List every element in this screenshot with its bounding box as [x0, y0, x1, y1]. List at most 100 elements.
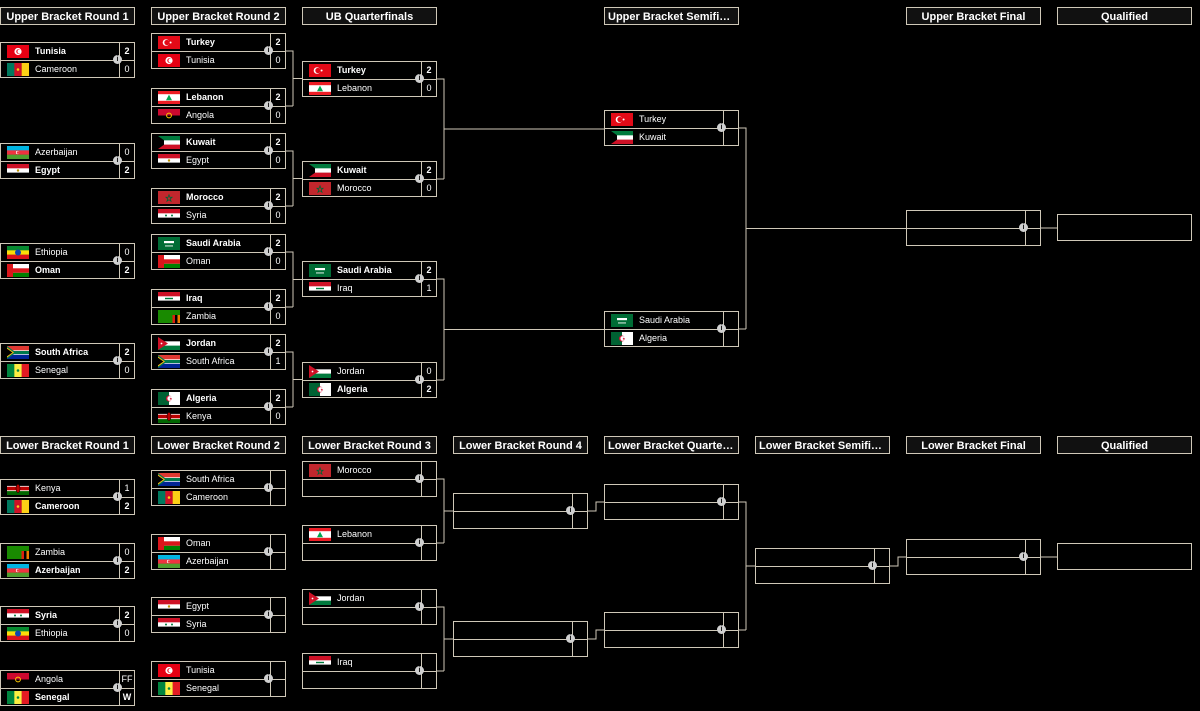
match-info-icon[interactable]: i: [415, 538, 424, 547]
team-row[interactable]: [605, 613, 738, 630]
team-row[interactable]: Azerbaijan: [152, 552, 285, 570]
match-info-icon[interactable]: i: [717, 497, 726, 506]
match-info-icon[interactable]: i: [415, 666, 424, 675]
team-row[interactable]: Jordan: [303, 590, 436, 607]
match-info-icon[interactable]: i: [415, 74, 424, 83]
team-row[interactable]: Turkey: [605, 111, 738, 128]
match-info-icon[interactable]: i: [264, 483, 273, 492]
qualified-slot[interactable]: [1057, 214, 1192, 241]
team-row[interactable]: [454, 622, 587, 639]
match-info-icon[interactable]: i: [264, 146, 273, 155]
match-info-icon[interactable]: i: [264, 302, 273, 311]
team-row[interactable]: [605, 502, 738, 520]
team-row[interactable]: Iraq: [303, 654, 436, 671]
match-info-icon[interactable]: i: [113, 492, 122, 501]
team-row[interactable]: Egypt: [152, 598, 285, 615]
team-row[interactable]: [907, 228, 1040, 246]
match-info-icon[interactable]: i: [264, 547, 273, 556]
team-row[interactable]: [605, 485, 738, 502]
match-info-icon[interactable]: i: [264, 201, 273, 210]
team-row[interactable]: [907, 211, 1040, 228]
team-row[interactable]: Oman: [152, 535, 285, 552]
match-lbq-2[interactable]: i: [604, 612, 739, 648]
match-info-icon[interactable]: i: [1019, 223, 1028, 232]
match-info-icon[interactable]: i: [264, 402, 273, 411]
match-info-icon[interactable]: i: [113, 156, 122, 165]
match-info-icon[interactable]: i: [1019, 552, 1028, 561]
team-row[interactable]: [303, 607, 436, 625]
match-info-icon[interactable]: i: [264, 101, 273, 110]
match-info-icon[interactable]: i: [717, 123, 726, 132]
match-info-icon[interactable]: i: [566, 634, 575, 643]
match-info-icon[interactable]: i: [113, 55, 122, 64]
team-row[interactable]: Saudi Arabia: [605, 312, 738, 329]
team-row[interactable]: Syria: [152, 615, 285, 633]
match-info-icon[interactable]: i: [264, 247, 273, 256]
match-info-icon[interactable]: i: [415, 174, 424, 183]
team-row[interactable]: [454, 639, 587, 657]
match-info-icon[interactable]: i: [868, 561, 877, 570]
team-row[interactable]: [303, 479, 436, 497]
match-info-icon[interactable]: i: [113, 683, 122, 692]
match-info-icon[interactable]: i: [264, 610, 273, 619]
match-info-icon[interactable]: i: [415, 274, 424, 283]
match-info-icon[interactable]: i: [264, 674, 273, 683]
team-row[interactable]: Morocco: [303, 462, 436, 479]
team-row[interactable]: [454, 494, 587, 511]
match-info-icon[interactable]: i: [264, 347, 273, 356]
team-row[interactable]: [907, 540, 1040, 557]
match-info-icon[interactable]: i: [566, 506, 575, 515]
team-row[interactable]: [454, 511, 587, 529]
match-lbf[interactable]: i: [906, 539, 1041, 575]
match-lbs[interactable]: i: [755, 548, 890, 584]
team-row[interactable]: Tunisia: [152, 662, 285, 679]
match-lbq-1[interactable]: i: [604, 484, 739, 520]
